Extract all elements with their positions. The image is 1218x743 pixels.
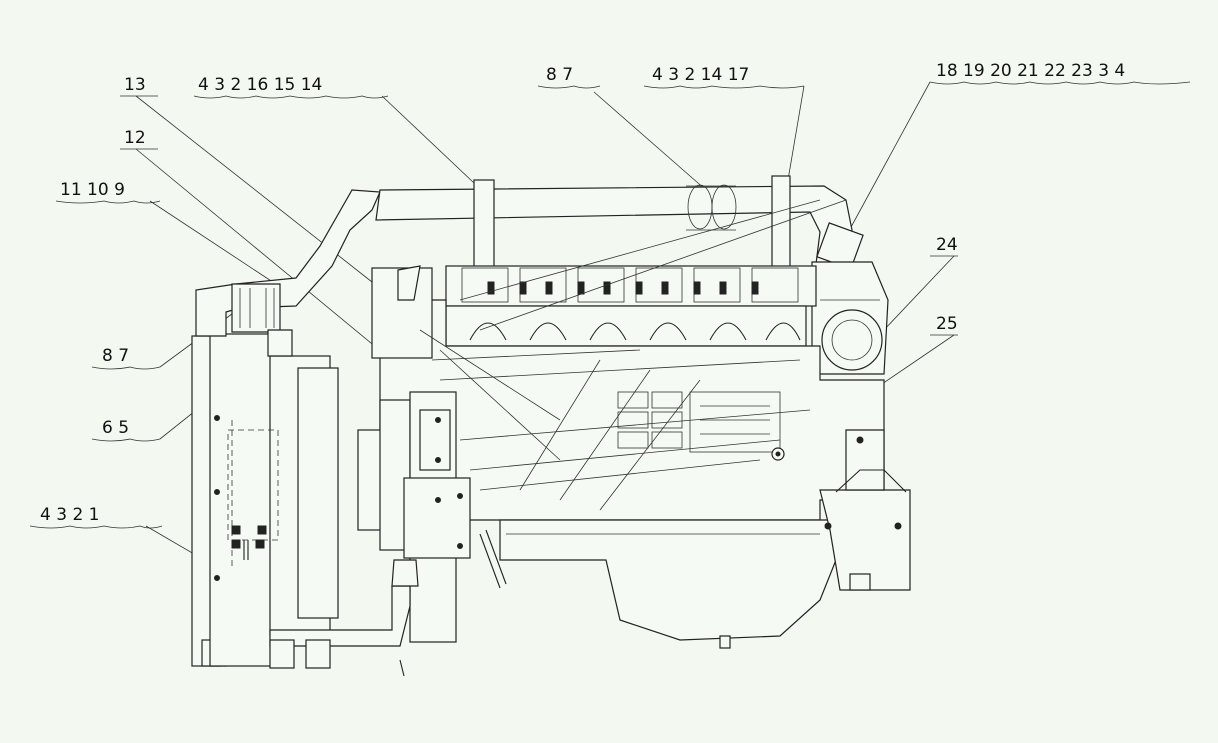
callout-4-3-2-1: 4 3 2 1: [40, 505, 99, 525]
turbocharger: [811, 261, 889, 375]
cylinder-head: [445, 265, 817, 347]
callout-24: 24: [936, 235, 958, 255]
engine-block: [371, 199, 885, 521]
pulley-group: [357, 391, 507, 643]
exhaust-ports: [469, 322, 801, 341]
callout-8-7-top: 8 7: [546, 65, 573, 85]
callout-25: 25: [936, 314, 958, 334]
intake-pipe-left: [195, 189, 381, 357]
radiator-assembly: [191, 333, 339, 667]
callout-18-to-4: 18 19 20 21 22 23 3 4: [936, 61, 1125, 81]
callout-4-3-2-16-15-14: 4 3 2 16 15 14: [198, 75, 322, 95]
callout-4-3-2-14-17: 4 3 2 14 17: [652, 65, 749, 85]
leader-underlines: [29, 81, 1191, 529]
callout-11-10-9: 11 10 9: [60, 180, 125, 200]
callout-12: 12: [124, 128, 146, 148]
callout-6-5: 6 5: [102, 418, 129, 438]
oil-pan: [499, 519, 837, 649]
callout-8-7-left: 8 7: [102, 346, 129, 366]
lower-coolant-hose: [269, 559, 419, 677]
engine-mount: [819, 429, 911, 591]
callout-13: 13: [124, 75, 146, 95]
